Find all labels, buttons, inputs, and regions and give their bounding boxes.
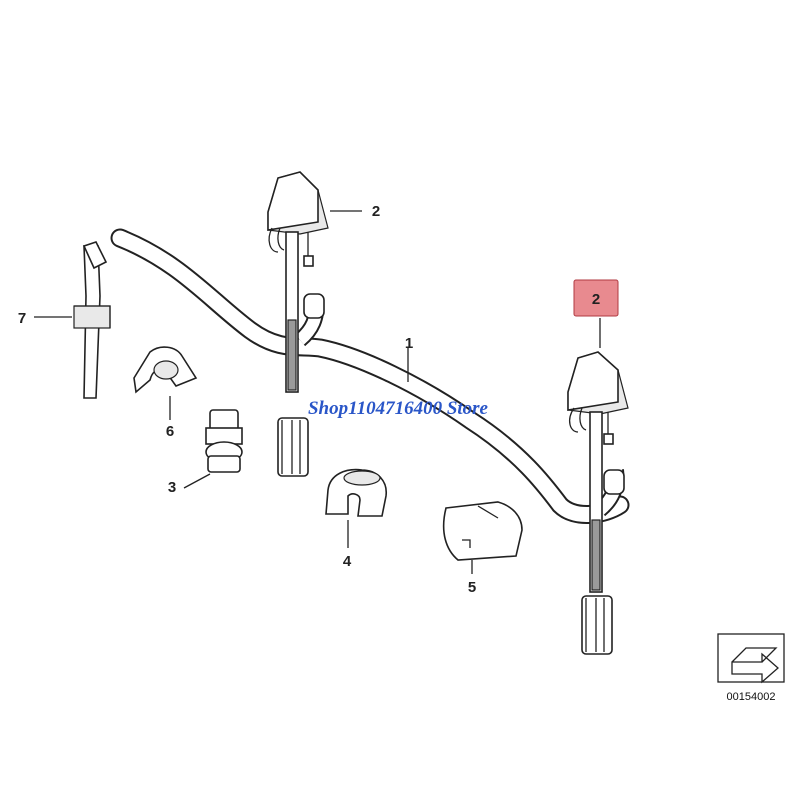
- callout-highlight-box: [573, 279, 619, 317]
- reference-symbol: [717, 633, 785, 684]
- cable-tie: [73, 241, 111, 399]
- arrow-icon: [731, 647, 779, 684]
- callout-4: 4: [343, 553, 352, 570]
- store-watermark: Shop1104716400 Store: [308, 398, 489, 419]
- callout-6: 6: [166, 423, 174, 440]
- clip-6: [133, 346, 198, 394]
- washer-nozzle-left: [267, 171, 329, 477]
- callout-2-highlighted: 2: [592, 291, 600, 308]
- callout-3: 3: [168, 479, 176, 496]
- clip-5: [442, 501, 523, 561]
- callout-2-top: 2: [372, 203, 380, 220]
- callout-1: 1: [405, 335, 413, 352]
- clip-3: [205, 409, 243, 473]
- leader-lines: [34, 210, 601, 574]
- clip-4: [325, 468, 387, 517]
- callout-7: 7: [18, 310, 26, 327]
- reference-number: 00154002: [727, 691, 776, 703]
- callout-5: 5: [468, 579, 476, 596]
- washer-nozzle-right: [567, 351, 629, 655]
